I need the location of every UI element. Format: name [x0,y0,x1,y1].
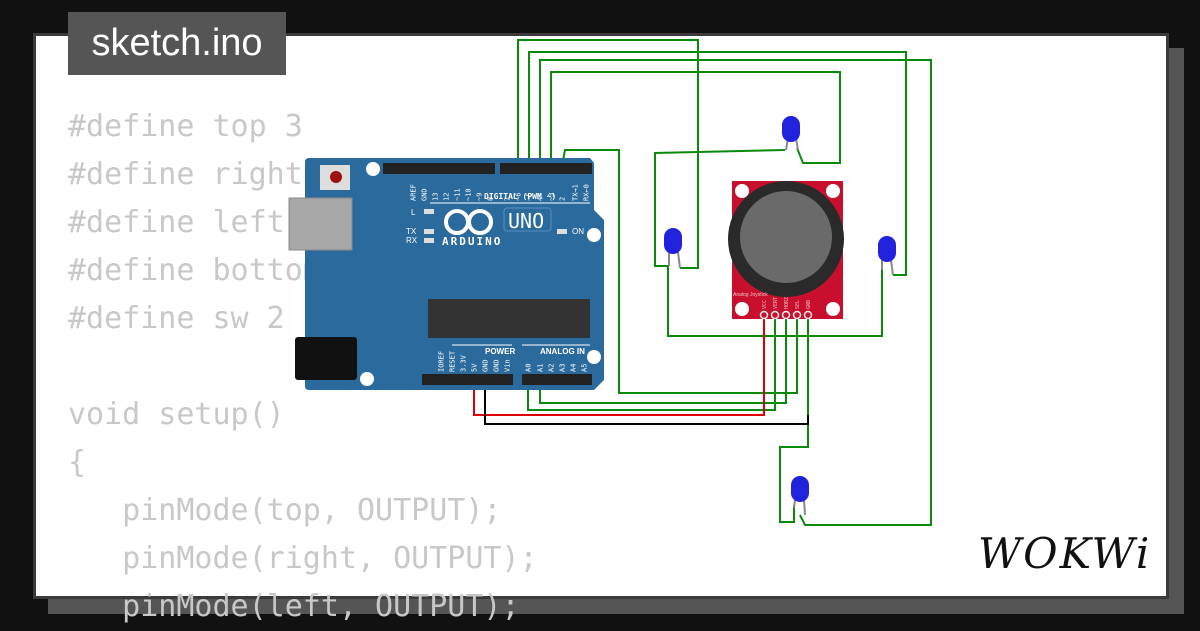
code-line: #define top 3 [68,109,303,144]
header-analog [522,374,592,385]
wire-pin3-top-led[interactable] [550,71,841,166]
top-pin-label: ~3 [547,193,555,201]
wire-pin6-left-led[interactable] [517,39,699,269]
led-on-label: ON [572,227,584,236]
analog-pin-label: A1 [536,364,544,372]
wire-left-led-right-led[interactable] [667,265,883,337]
top-pin-label: ~10 [464,188,472,201]
led-top[interactable] [782,116,800,151]
code-line: pinMode(left, OUTPUT); [68,589,520,624]
joystick-pin-label: SEL [795,300,801,309]
power-label: POWER [485,347,515,356]
wire-a1-horz[interactable] [539,315,787,404]
file-tab[interactable]: sketch.ino [68,12,286,75]
top-pin-label: TX→1 [571,184,579,201]
joystick-pin-label: HORZ [784,297,790,309]
joystick-pin-labels: VCC VERT HORZ SEL GND [762,297,812,309]
analog-pin-label: A4 [569,364,577,372]
code-line: #define left [68,205,285,240]
power-pin-label: 3.3V [459,354,467,372]
wokwi-logo: WOKWi [978,529,1151,578]
led-l-label: L [411,208,416,217]
code-line: #define right [68,157,303,192]
usb-port [288,197,353,251]
top-pin-label: ~11 [453,188,461,201]
analog-pin-label: A2 [547,364,555,372]
joystick-label: Analog Joystick [733,292,768,298]
wires [517,39,932,526]
top-pin-label: 12 [442,193,450,201]
code-line: #define sw 2 [68,301,285,336]
wire-5v[interactable] [473,315,765,416]
led-tx-label: TX [406,227,417,236]
joystick-pin-label: VCC [762,300,768,309]
led-rx-label: RX [406,236,418,245]
top-pin-label: ~5 [525,193,533,201]
joystick-pin-label: VERT [773,297,779,309]
power-pin-label: Vin [503,359,511,372]
top-pin-label: 2 [558,197,566,201]
top-pin-label: 13 [431,193,439,201]
wire-pin2-sel[interactable] [561,149,798,394]
code-line: pinMode(right, OUTPUT); [68,541,538,576]
wire-pin5-right-led[interactable] [528,51,907,276]
led-right[interactable] [878,236,896,276]
code-line: #define bottom [68,253,321,288]
led-bottom[interactable] [791,476,809,516]
analog-pin-label: A3 [558,364,566,372]
top-pin-label: ~9 [475,193,483,201]
header-power [422,374,513,385]
code-line: pinMode(top, OUTPUT); [68,493,502,528]
analog-pin-label: A5 [580,364,588,372]
wire-top-led-gnd[interactable] [654,149,786,267]
top-pin-label: RX←0 [582,184,590,201]
top-pin-label: 8 [486,197,494,201]
power-jack [295,337,357,380]
power-pin-label: 5V [470,363,478,372]
header-top-right [500,163,592,174]
power-pin-label: IOREF [437,351,445,372]
led-left[interactable] [664,228,682,269]
top-pin-label: 4 [536,197,544,201]
microcontroller-chip [428,299,590,338]
code-editor: #define top 3 #define right #define left… [68,103,538,631]
top-pin-label: ~6 [514,193,522,201]
analog-pin-label: A0 [524,364,532,372]
joystick-pin-label: GND [806,300,812,309]
power-pin-label: RESET [448,350,456,372]
power-pin-label: GND [492,359,500,372]
top-pin-label: GND [420,188,428,201]
model-label: UNO [508,209,544,233]
wire-pin4-bottom-led[interactable] [539,59,932,526]
arduino-uno[interactable]: DIGITAL (PWM ~) ARDUINO UNO L TX RX ON P… [288,158,604,390]
digital-label: DIGITAL (PWM ~) [484,192,556,201]
wire-a0-vert[interactable] [527,315,776,411]
header-top-left [383,163,495,174]
power-pin-label: GND [481,359,489,372]
top-pin-label: 7 [503,197,511,201]
code-line: { [68,445,87,480]
analog-label: ANALOG IN [540,347,585,356]
top-pin-label: AREF [409,184,417,201]
brand-label: ARDUINO [442,235,502,248]
analog-joystick[interactable]: Analog Joystick VCC VERT HORZ SEL GND [728,181,844,320]
wire-gnd[interactable] [484,380,809,425]
code-line: void setup() [68,397,285,432]
